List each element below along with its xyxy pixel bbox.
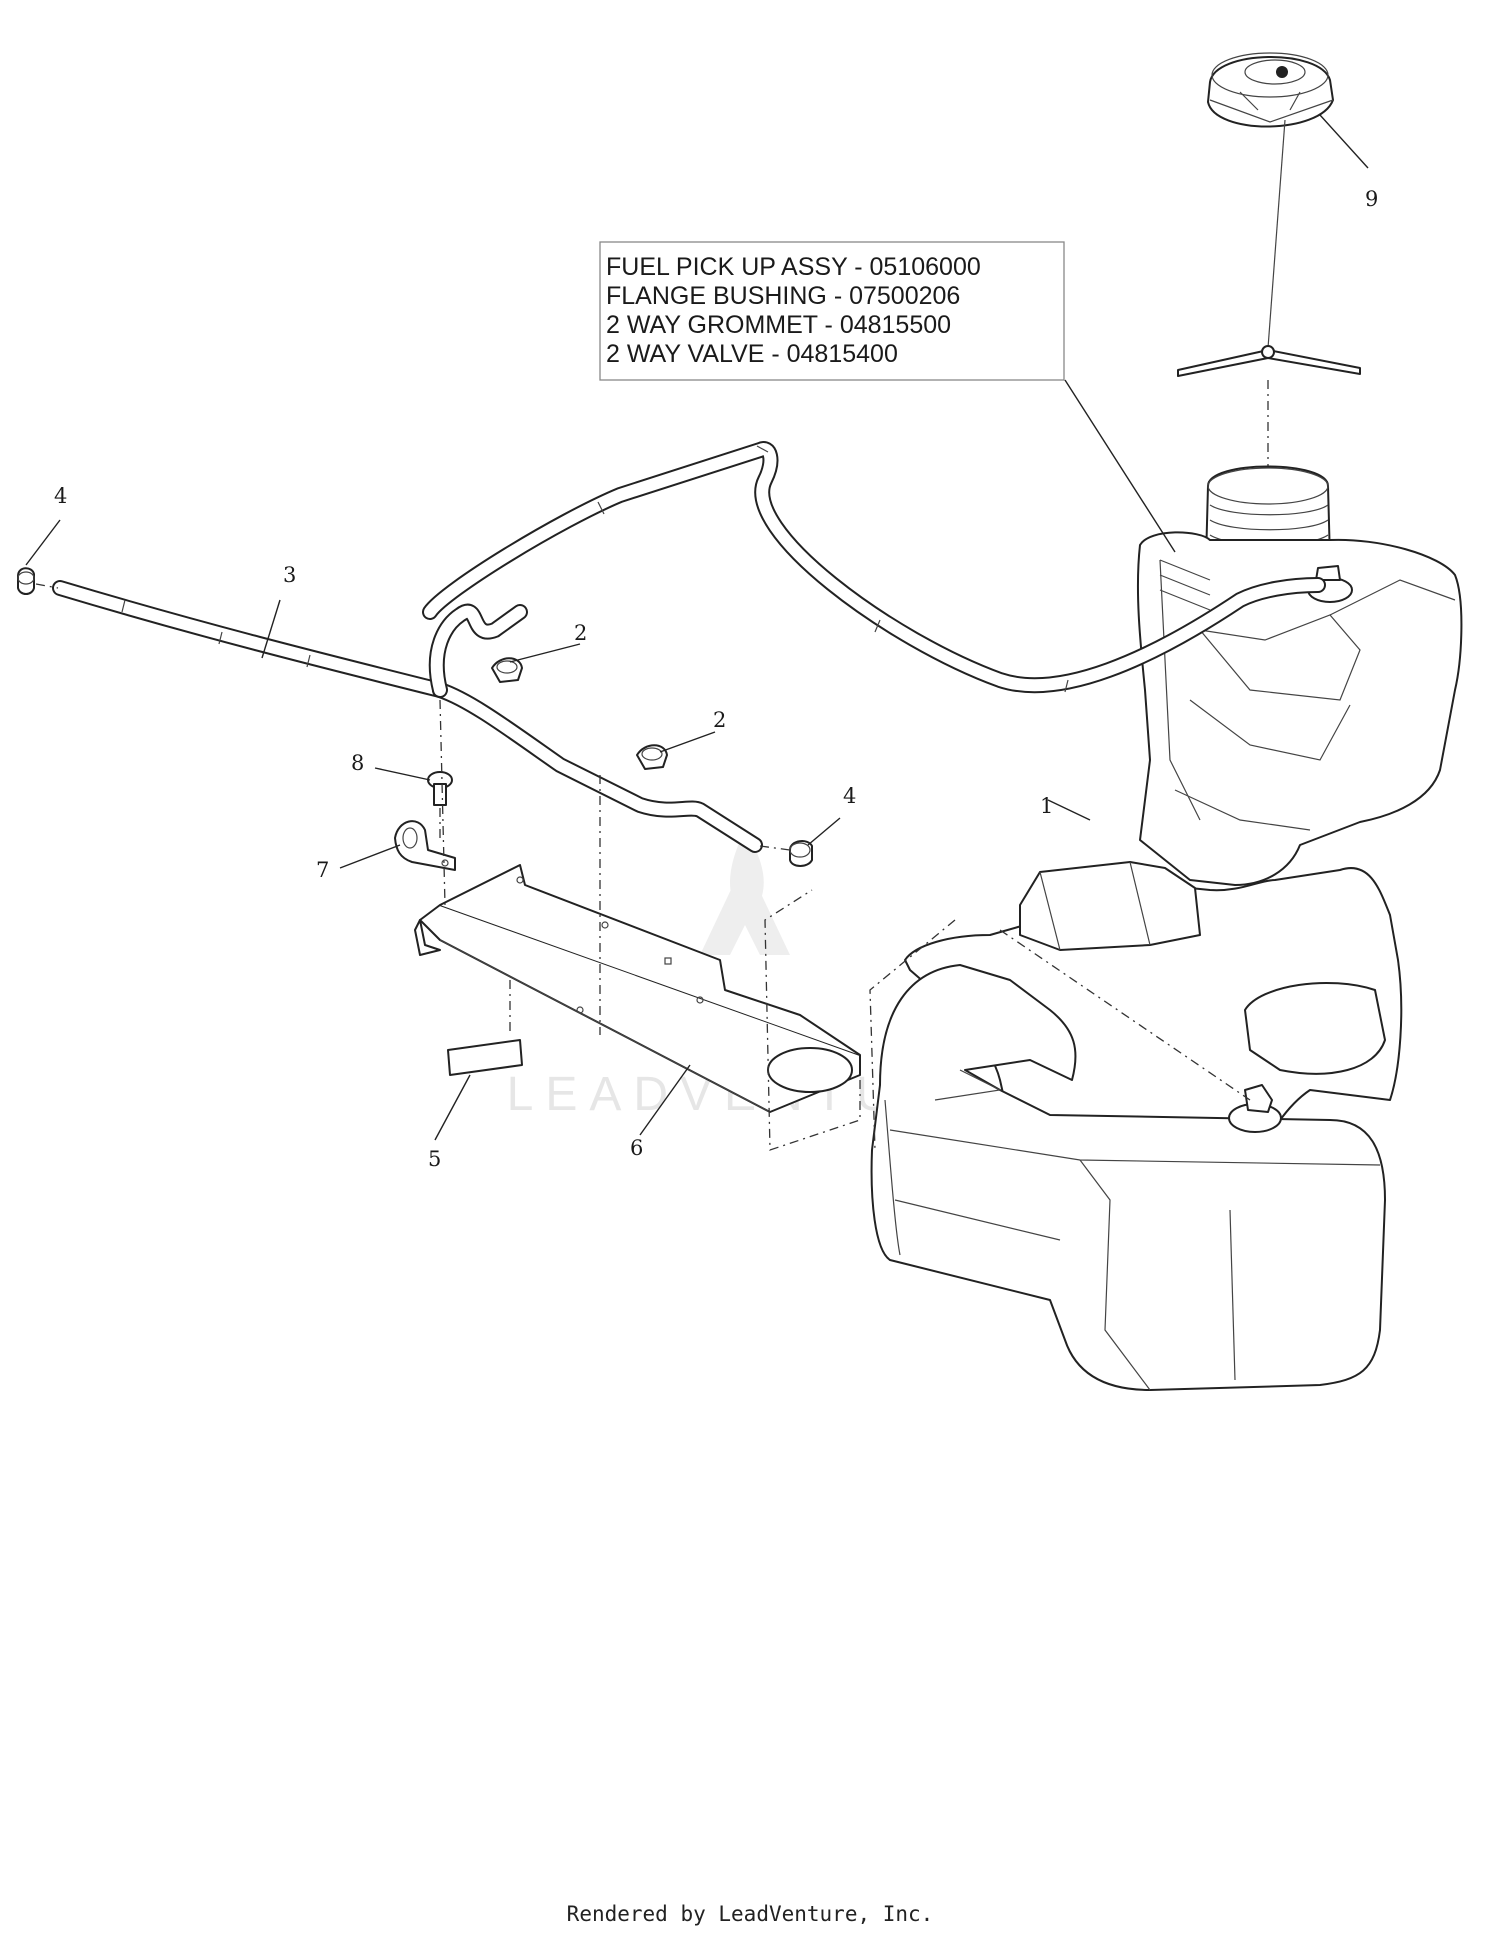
- hose-clip[interactable]: [394, 820, 456, 871]
- label-fuel-cap: 9: [1365, 187, 1378, 211]
- callout-line-4: 2 WAY VALVE - 04815400: [606, 340, 898, 368]
- callout-line-2: FLANGE BUSHING - 07500206: [606, 282, 960, 310]
- callout-box: FUEL PICK UP ASSY - 05106000 FLANGE BUSH…: [599, 241, 1065, 381]
- label-push-rivet: 8: [351, 751, 364, 775]
- hose-cap-right[interactable]: [789, 840, 813, 867]
- push-rivet[interactable]: [427, 771, 453, 806]
- callout-line-1: FUEL PICK UP ASSY - 05106000: [606, 253, 981, 281]
- label-clamp-upper: 2: [574, 621, 587, 645]
- label-pad: 5: [428, 1147, 441, 1171]
- label-fuel-hose: 3: [283, 563, 296, 587]
- label-hose-clip: 7: [316, 858, 329, 882]
- fuel-tank[interactable]: [870, 465, 1463, 1391]
- callout-line-3: 2 WAY GROMMET - 04815500: [606, 311, 951, 339]
- cap-tether: [1177, 119, 1361, 377]
- pad[interactable]: [447, 1039, 523, 1076]
- hose-cap-left[interactable]: [17, 567, 35, 595]
- hose-clamp-upper[interactable]: [491, 657, 523, 683]
- fuel-hose[interactable]: [52, 441, 1326, 853]
- footer-credit: Rendered by LeadVenture, Inc.: [566, 1902, 934, 1926]
- label-tank-bracket: 6: [630, 1136, 643, 1160]
- label-clamp-lower: 2: [713, 708, 726, 732]
- label-fuel-tank: 1: [1040, 794, 1053, 818]
- label-cap-right: 4: [843, 784, 856, 808]
- label-cap-left: 4: [54, 484, 67, 508]
- fuel-cap[interactable]: [1207, 52, 1334, 128]
- hose-clamp-lower[interactable]: [636, 744, 668, 770]
